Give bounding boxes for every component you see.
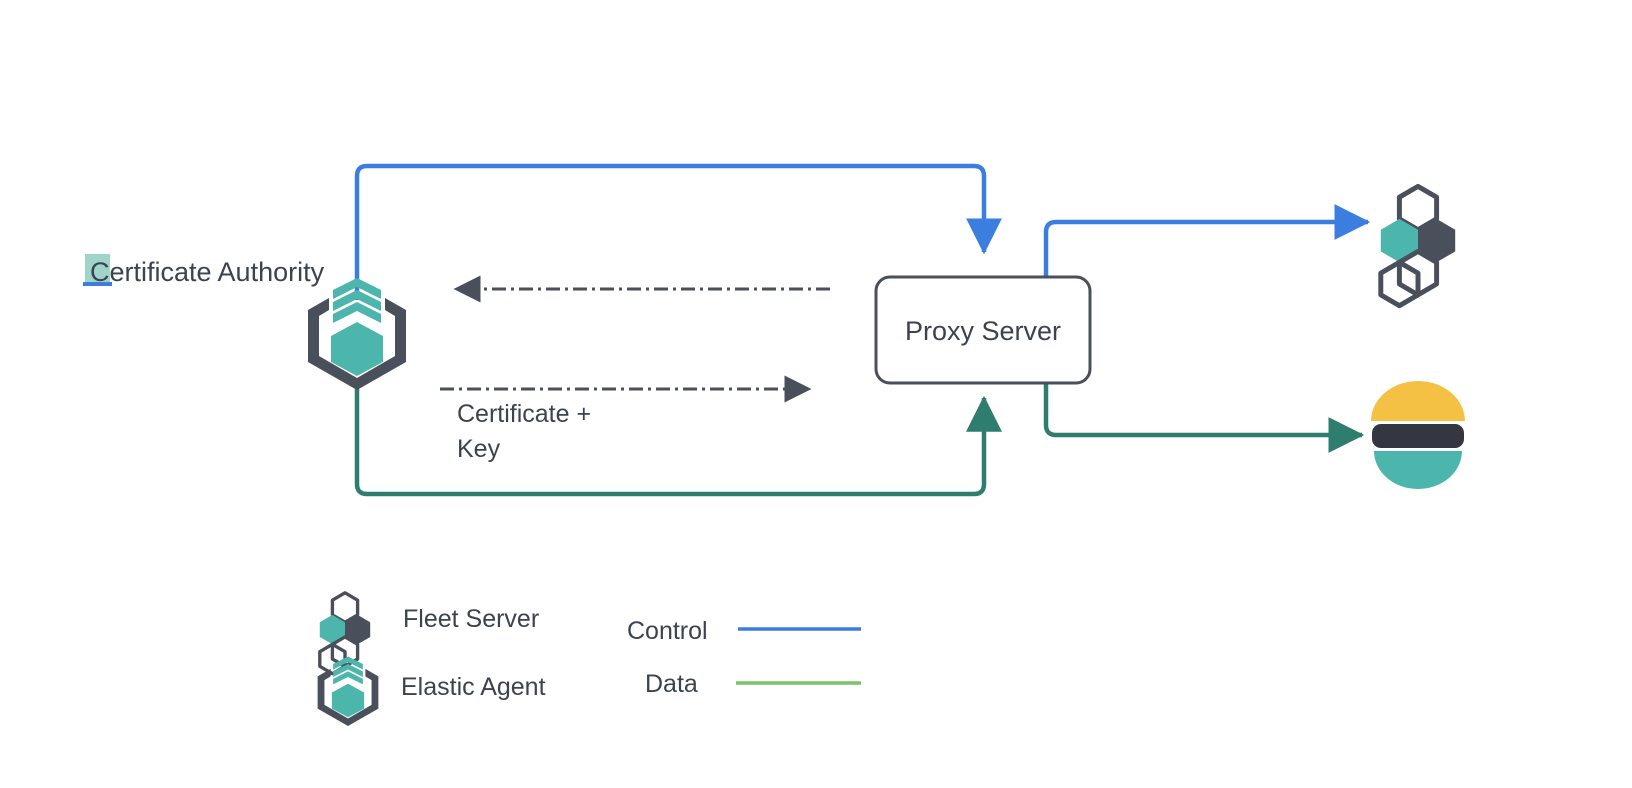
elasticsearch-middle-bar — [1372, 424, 1464, 448]
legend-label-data: Data — [645, 670, 698, 698]
legend-label-control: Control — [627, 617, 708, 645]
agent-chevron-top — [333, 278, 381, 299]
data-line-agent-proxy — [354, 378, 1002, 497]
certificate-key-label-line1: Certificate + — [457, 400, 591, 428]
agent-hex-bracket — [308, 298, 406, 390]
agent-chevron-mid — [333, 290, 381, 311]
certificate-authority-label: Certificate Authority — [90, 257, 325, 287]
elastic-agent-icon — [308, 278, 406, 390]
legend-agent-hex-bracket — [317, 668, 379, 726]
agent-chevron-bottom — [333, 302, 381, 323]
data-line-proxy-elasticsearch — [1043, 382, 1365, 453]
legend-agent-chevron-bottom — [333, 671, 363, 685]
fleet-server-icon — [1378, 183, 1456, 309]
fleet-hex-bottom-left — [1378, 259, 1421, 309]
legend: Fleet Server Elastic Agent Control Data — [317, 591, 861, 726]
proxy-server-label: Proxy Server — [905, 316, 1061, 346]
control-line-agent-proxy — [354, 163, 1002, 300]
legend-label-elastic-agent: Elastic Agent — [401, 673, 546, 701]
legend-fleet-hex-teal — [319, 614, 345, 645]
edge-proxy-to-fleet-control — [1043, 204, 1371, 278]
edge-ca-to-proxy-certificate: Certificate + Key — [440, 375, 812, 463]
elasticsearch-icon — [1371, 381, 1465, 489]
legend-agent-hex-core — [331, 683, 365, 718]
elasticsearch-top-arc — [1371, 381, 1465, 421]
control-line-proxy-fleet — [1043, 204, 1371, 278]
legend-label-fleet-server: Fleet Server — [403, 605, 539, 633]
agent-hex-core — [331, 322, 383, 376]
edge-agent-to-proxy-control — [354, 163, 1002, 300]
legend-agent-chevron-mid — [333, 663, 363, 677]
edge-proxy-to-elasticsearch-data — [1043, 382, 1365, 453]
legend-fleet-hex-dark — [345, 614, 371, 645]
fleet-hex-teal — [1380, 218, 1418, 263]
elasticsearch-bottom-arc — [1374, 451, 1462, 489]
certificate-authority-title-group: Certificate Authority — [83, 254, 325, 287]
legend-elastic-agent-icon — [317, 656, 379, 726]
title-underline — [83, 282, 112, 286]
proxy-server-box[interactable] — [874, 275, 1092, 385]
fleet-hex-dark — [1418, 218, 1456, 263]
edge-agent-to-proxy-data — [354, 378, 1002, 497]
legend-fleet-hex-bottom-left — [318, 642, 347, 676]
legend-agent-chevron-top — [333, 656, 363, 670]
certificate-key-label-line2: Key — [457, 435, 501, 463]
proxy-server-node[interactable]: Proxy Server — [874, 275, 1092, 385]
title-selection-highlight — [85, 254, 110, 286]
fleet-hex-bottom-right — [1396, 248, 1440, 298]
